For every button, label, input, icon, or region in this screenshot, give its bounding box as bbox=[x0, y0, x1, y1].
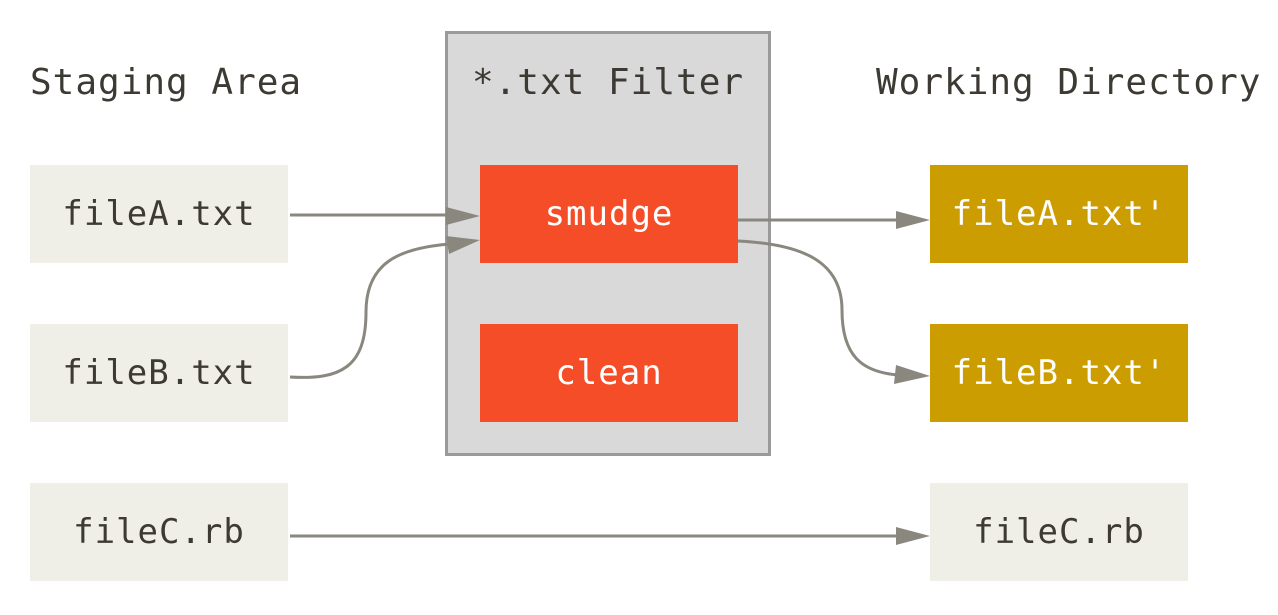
working-file-a: fileA.txt' bbox=[930, 165, 1188, 263]
filter-title: *.txt Filter bbox=[471, 62, 745, 103]
arrow-head-file-b-to-smudge bbox=[446, 236, 480, 254]
staging-file-b: fileB.txt bbox=[30, 324, 288, 422]
arrow-file-b-to-smudge bbox=[289, 242, 451, 379]
arrow-smudge-to-file-b-out bbox=[737, 239, 899, 377]
arrow-head-smudge-to-file-b-out bbox=[894, 365, 930, 384]
staging-area-title: Staging Area bbox=[30, 62, 303, 103]
arrow-head-file-c-direct bbox=[896, 527, 930, 545]
working-directory-title: Working Directory bbox=[876, 62, 1262, 103]
staging-file-c: fileC.rb bbox=[30, 483, 288, 581]
working-file-c: fileC.rb bbox=[930, 483, 1188, 581]
working-file-b: fileB.txt' bbox=[930, 324, 1188, 422]
arrow-head-smudge-to-file-a-out bbox=[896, 211, 930, 229]
arrow-head-file-a-to-smudge bbox=[446, 207, 480, 225]
clean-box: clean bbox=[480, 324, 738, 422]
smudge-box: smudge bbox=[480, 165, 738, 263]
staging-file-a: fileA.txt bbox=[30, 165, 288, 263]
